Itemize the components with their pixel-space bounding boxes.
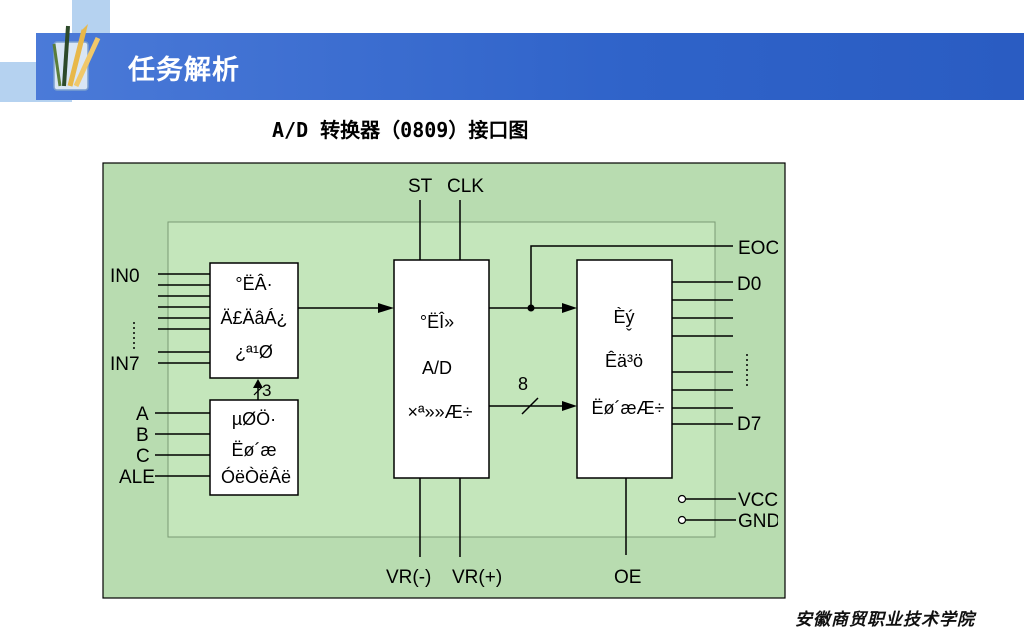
latch-label-line2: Êä³ö: [605, 351, 643, 371]
title-bar: [36, 33, 1024, 100]
adc-label-line3: ×ª»»Æ÷: [407, 402, 472, 422]
data-bus-arrow: [562, 401, 577, 411]
select-bus-slash: [253, 386, 263, 396]
st-label: ST: [408, 176, 433, 197]
vr-neg-label: VR(-): [386, 567, 431, 588]
mux-label-line3: ¿ª¹Ø: [235, 342, 273, 362]
in7-label: IN7: [110, 354, 140, 375]
mux-label-line1: °ËÂ·: [235, 274, 272, 294]
address-c-label: C: [136, 446, 150, 467]
eoc-line: [530, 245, 733, 308]
vcc-label: VCC: [738, 490, 778, 511]
slide-title: 任务解析: [128, 55, 240, 86]
select-bus-width-label: 3: [262, 381, 271, 400]
address-input-lines: [155, 412, 210, 477]
gnd-label: GND: [738, 511, 780, 532]
school-signature: 安徽商贸职业技术学院: [795, 610, 975, 630]
pens-cup-icon: [52, 24, 101, 91]
data-bus-width-label: 8: [518, 374, 528, 394]
data-bus-slash: [521, 397, 539, 415]
decoder-label-line3: ÓëÒëÂë: [221, 466, 291, 487]
address-b-label: B: [136, 425, 149, 446]
d0-label: D0: [737, 274, 761, 295]
mux-block: [209, 262, 299, 379]
adc-to-latch-arrow: [562, 303, 577, 313]
select-arrow: [253, 379, 263, 388]
gnd-terminal: [677, 515, 687, 525]
ale-label: ALE: [119, 467, 155, 488]
diagram-subtitle: A/D 转换器（0809）接口图: [272, 118, 529, 142]
latch-label-line1: Èý̬: [613, 307, 634, 330]
right-edge-label-clip: EOC VCC GND: [738, 238, 780, 532]
in0-label: IN0: [110, 266, 140, 287]
d7-label: D7: [737, 414, 761, 435]
decoder-label-line1: µØÖ·: [232, 409, 276, 429]
adc-label-line2: A/D: [422, 358, 452, 378]
vr-pos-label: VR(+): [452, 567, 502, 588]
mux-label-line2: Ä£ÄâÁ¿: [220, 308, 287, 328]
eoc-label: EOC: [738, 238, 779, 259]
decoder-block: [209, 399, 299, 496]
data-output-lines: [672, 281, 733, 425]
oe-label: OE: [614, 567, 641, 588]
address-a-label: A: [136, 404, 149, 425]
analog-input-lines: [158, 273, 210, 364]
latch-block: [576, 259, 673, 479]
adc-label-line1: °ËÎ»: [420, 312, 454, 332]
header-top-strip: [0, 0, 1024, 28]
adc-block: [393, 259, 490, 479]
decoder-label-line2: Ëø´æ: [232, 440, 277, 460]
mux-to-adc-arrow: [378, 303, 394, 313]
clk-label: CLK: [447, 176, 484, 197]
latch-label-line3: Ëø´æÆ÷: [592, 398, 665, 418]
vcc-terminal: [677, 494, 687, 504]
